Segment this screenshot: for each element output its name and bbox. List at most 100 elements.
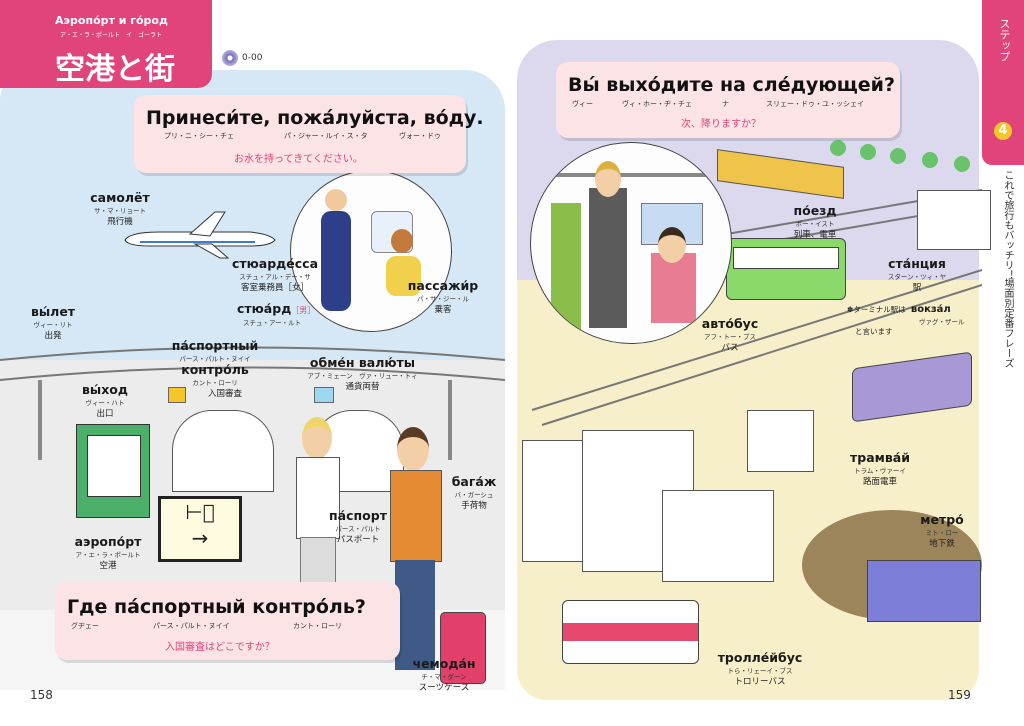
trolleybus-illustration	[562, 600, 699, 664]
label-kana: トラム・ヴァーイ	[854, 467, 906, 475]
station-building	[917, 190, 991, 250]
step-number: 4	[994, 122, 1012, 140]
bubble-bottom-ru: Где па́спортный контро́ль?	[67, 596, 366, 618]
label-tag: ［男］	[291, 306, 316, 315]
section-title-ru: Аэропо́рт и го́род	[55, 14, 168, 27]
label-kana: サ・マ・リョート	[94, 207, 146, 215]
label-ja: パスポート	[336, 535, 380, 545]
section-header-tab: Аэропо́рт и го́род ア・エ・ラ・ポールト イ ゴーラト 空港と…	[0, 0, 212, 88]
label-vykhod: вы́ход ヴィー・ハト 出口	[70, 382, 140, 419]
label-ru: вы́ход	[82, 382, 128, 397]
label-ru: вы́лет	[30, 304, 76, 319]
label-vylet: вы́лет ヴィー・リト 出発	[18, 304, 88, 341]
label-kana: トら・リェーイ・ブス	[727, 667, 793, 675]
label-kana: ヴィー・リト	[33, 321, 73, 329]
audio-disc-icon[interactable]	[222, 50, 238, 66]
cabin-scene-illustration	[290, 170, 452, 332]
passport-control-window	[172, 410, 274, 492]
bubble-top-right-kana-1: ヴィー	[572, 100, 593, 108]
label-obmen-valyuty: обме́н валю́ты アブ・ミェーン ヴァ・リュー・トィ 通貨両替	[300, 355, 425, 392]
note-after: と言います	[855, 327, 893, 336]
label-ru: авто́бус	[701, 316, 759, 331]
label-ja: 客室乗務員［女］	[240, 283, 309, 293]
label-ru: метро́	[920, 512, 964, 527]
label-ru: самолёт	[90, 190, 150, 205]
label-styuardessa: стюарде́сса スチュ・アル・デー・サ 客室乗務員［女］	[225, 256, 325, 293]
label-metro: метро́ ミト・ロー 地下鉄	[907, 512, 977, 549]
label-kana: ポー・イスト	[795, 220, 835, 228]
building-4	[747, 410, 814, 472]
label-kana: ア・エ・ラ・ポールト	[75, 551, 141, 559]
label-ru: пассажи́р	[407, 278, 479, 293]
label-ru: контро́ль	[181, 362, 249, 377]
note-text: ✽ターミナル駅は	[847, 305, 906, 314]
speech-bubble-top-right: Вы́ выхо́дите на сле́дующей? ヴィー ヴィ・ホー・ヂ…	[556, 62, 900, 138]
label-ja: 入国審査	[207, 389, 242, 399]
right-page: Вы́ выхо́дите на сле́дующей? ヴィー ヴィ・ホー・ヂ…	[512, 0, 1024, 726]
exit-booth	[76, 424, 150, 518]
label-kana: アフ・トー・ブス	[704, 333, 756, 341]
label-ja: トロリーバス	[734, 677, 786, 687]
label-kana: バ・ガーシュ	[454, 491, 494, 499]
section-title-ja: 空港と街	[55, 52, 175, 87]
label-ru: стюа́рд	[237, 301, 292, 316]
bus-interior-illustration	[530, 142, 732, 344]
terminal-roof-lines	[0, 346, 505, 460]
bubble-bottom-kana-1: グヂェー	[71, 622, 99, 630]
label-kana: パース・パルト・ヌイイ	[179, 355, 251, 363]
label-samolyot: самолёт サ・マ・リョート 飛行機	[80, 190, 160, 227]
page-number-right: 159	[948, 688, 971, 702]
label-chemodan: чемода́н チ・マ・ダーン スーツケース	[402, 656, 486, 693]
label-kana: スチュ・アル・デー・サ	[239, 273, 311, 281]
label-ru: чемода́н	[412, 656, 476, 671]
label-kana: ヴィー・ハト	[85, 399, 125, 407]
direction-sign: ⊢⃞→	[158, 496, 242, 562]
label-ja: 路面電車	[862, 477, 897, 487]
blue-sign	[314, 387, 334, 403]
label-ru: тролле́йбус	[717, 650, 803, 665]
terminal-note: ✽ターミナル駅は вокза́л ヴァグ・ザール と言います	[847, 297, 987, 337]
speech-bubble-top: Принеси́те, пожа́луйста, во́ду. プリ・ニ・シー・…	[134, 95, 484, 173]
bubble-bottom-kana-2: パース・パルト・ヌイイ	[153, 622, 230, 630]
bubble-bottom-kana-3: カント・ローリ	[293, 622, 342, 630]
yellow-sign	[168, 387, 186, 403]
building-3	[662, 490, 774, 582]
label-kana: チ・マ・ダーン	[421, 673, 467, 681]
suitcase-illustration	[440, 612, 486, 684]
label-avtobus: авто́бус アフ・トー・ブス バス	[690, 316, 770, 353]
label-trolleibus: тролле́йбус トら・リェーイ・ブス トロリーバス	[710, 650, 810, 687]
audio-track: 0-00	[242, 53, 263, 63]
label-kana: カント・ローリ	[192, 379, 238, 387]
label-ru: па́спортный	[171, 338, 259, 353]
bubble-top-ru: Принеси́те, пожа́луйста, во́ду.	[146, 107, 484, 129]
label-kana: スターン・ツィ・ヤ	[887, 273, 947, 281]
step-label: ステップ	[998, 18, 1011, 62]
label-kana: パ・サ・ジー・ル	[417, 295, 469, 303]
bubble-top-kana-1: プリ・ニ・シー・チェ	[164, 132, 234, 140]
building-1	[522, 440, 584, 562]
bubble-top-right-kana-4: スリェー・ドゥ・ユ・ッシェイ	[766, 100, 864, 108]
label-ja: 駅	[912, 283, 922, 293]
label-kana: スチュ・アー・ルト	[243, 319, 302, 327]
bubble-top-right-ru: Вы́ выхо́дите на сле́дующей?	[568, 74, 896, 96]
note-kana: ヴァグ・ザール	[919, 318, 965, 326]
label-ja: 乗客	[434, 305, 452, 315]
label-stantsiya: ста́нция スターン・ツィ・ヤ 駅	[877, 256, 957, 293]
tree-row	[830, 140, 980, 172]
label-ru: аэропо́рт	[74, 534, 142, 549]
label-pasport: па́спорт パース・パルト パスポート	[318, 508, 398, 545]
label-kana: アブ・ミェーン ヴァ・リュー・トィ	[307, 372, 418, 380]
label-ja: 飛行機	[107, 217, 133, 227]
label-ja: 通貨両替	[345, 382, 380, 392]
note-ru: вокза́л	[910, 304, 951, 315]
label-ru: па́спорт	[329, 508, 387, 523]
step-side-tab: ステップ 4	[982, 0, 1024, 165]
side-subtitle: 場面別定番フレーズ	[1002, 278, 1013, 368]
label-kana: ミト・ロー	[925, 529, 959, 537]
officer-illustration	[292, 412, 342, 624]
bubble-bottom-ja: 入国審査はどこですか？	[165, 642, 275, 653]
traveler-illustration	[385, 422, 445, 682]
airplane-illustration	[124, 211, 276, 259]
label-styuard: стюа́рд［男］ スチュ・アー・ルト	[237, 298, 315, 327]
metro-train	[867, 560, 981, 622]
